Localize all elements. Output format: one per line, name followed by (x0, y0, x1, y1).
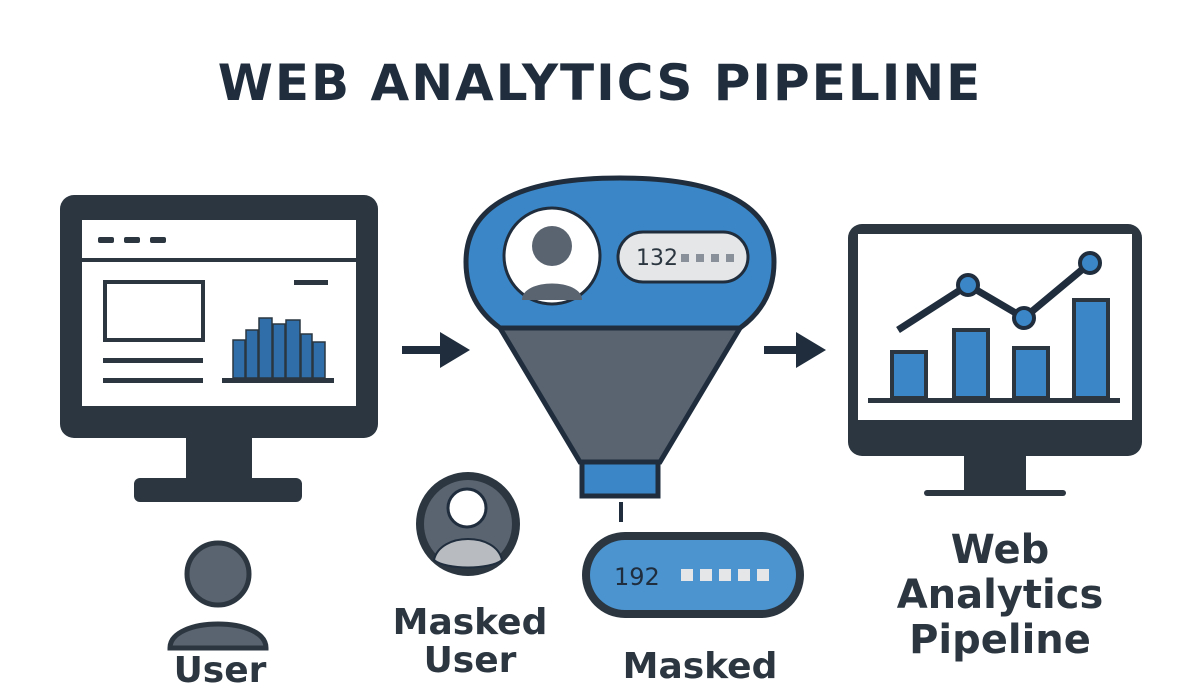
ip-out-text: 192 (614, 563, 660, 591)
website-monitor-icon (60, 195, 378, 502)
masked-user-icon (416, 472, 520, 576)
anonymization-funnel-icon: 132 (463, 175, 777, 499)
analytics-pipeline-label: Web Analytics Pipeline (896, 527, 1104, 663)
masked-ip-pill: 192 (582, 532, 804, 618)
connector-line (619, 502, 623, 522)
arrow-right-icon (402, 332, 470, 368)
user-label: User (173, 650, 267, 691)
masked-user-label: Masked User (392, 602, 548, 681)
user-icon (167, 540, 269, 651)
ip-in-text: 132 (636, 246, 678, 271)
page-title: WEB ANALYTICS PIPELINE (217, 54, 983, 112)
analytics-monitor-icon (848, 224, 1142, 496)
arrow-right-icon (764, 332, 826, 368)
masked-ip-label: Masked (622, 646, 778, 687)
diagram-canvas: WEB ANALYTICS PIPELINE (60, 54, 1142, 689)
diagram-svg: 132 192 (60, 175, 1142, 651)
